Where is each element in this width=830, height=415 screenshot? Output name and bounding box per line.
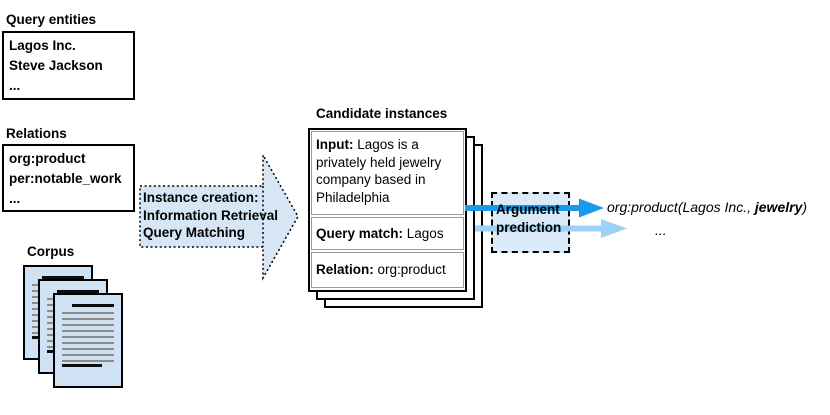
- output-ellipsis: ...: [655, 222, 667, 238]
- document-icon: [53, 293, 123, 388]
- input-label: Input:: [316, 137, 354, 152]
- doc-text-lines: [62, 312, 114, 362]
- corpus-label: Corpus: [27, 244, 75, 259]
- query-entities-label: Query entities: [6, 12, 97, 27]
- relation-section: Relation: org:product: [311, 252, 464, 288]
- input-section: Input: Lagos is a privately held jewelry…: [311, 131, 464, 215]
- query-entity-item: Lagos Inc.: [9, 38, 76, 53]
- query-match-label: Query match:: [316, 225, 404, 241]
- doc-title-line: [42, 276, 84, 279]
- relation-item: ...: [9, 191, 21, 206]
- doc-footer-line: [62, 364, 103, 367]
- query-entity-item: Steve Jackson: [9, 58, 103, 73]
- query-match-section: Query match: Lagos: [311, 217, 464, 250]
- doc-title-line: [57, 290, 99, 293]
- relation-item: org:product: [9, 151, 86, 166]
- candidate-card-front: Input: Lagos is a privately held jewelry…: [308, 128, 467, 292]
- input-text: Lagos is a privately held jewelry compan…: [316, 137, 442, 205]
- query-entities-box: Lagos Inc. Steve Jackson ...: [2, 31, 135, 100]
- relation-item: per:notable_work: [9, 171, 122, 186]
- candidate-instances-label: Candidate instances: [316, 106, 448, 121]
- relations-box: org:product per:notable_work ...: [2, 144, 135, 212]
- formula-prefix: org:product(Lagos Inc.,: [607, 199, 755, 215]
- argument-prediction-label: Argument prediction: [496, 202, 562, 235]
- argument-prediction-box: [491, 192, 570, 253]
- instance-creation-label: Instance creation: Information Retrieval…: [143, 190, 279, 240]
- doc-title-line: [72, 304, 114, 307]
- output-formula: org:product(Lagos Inc., jewelry): [607, 199, 807, 215]
- query-match-text: Lagos: [403, 225, 444, 241]
- query-entity-item: ...: [9, 78, 21, 93]
- formula-argument: jewelry: [754, 199, 803, 215]
- formula-suffix: ): [802, 199, 808, 215]
- relations-label: Relations: [6, 126, 67, 141]
- relation-label: Relation:: [316, 262, 374, 278]
- relation-text: org:product: [373, 262, 446, 278]
